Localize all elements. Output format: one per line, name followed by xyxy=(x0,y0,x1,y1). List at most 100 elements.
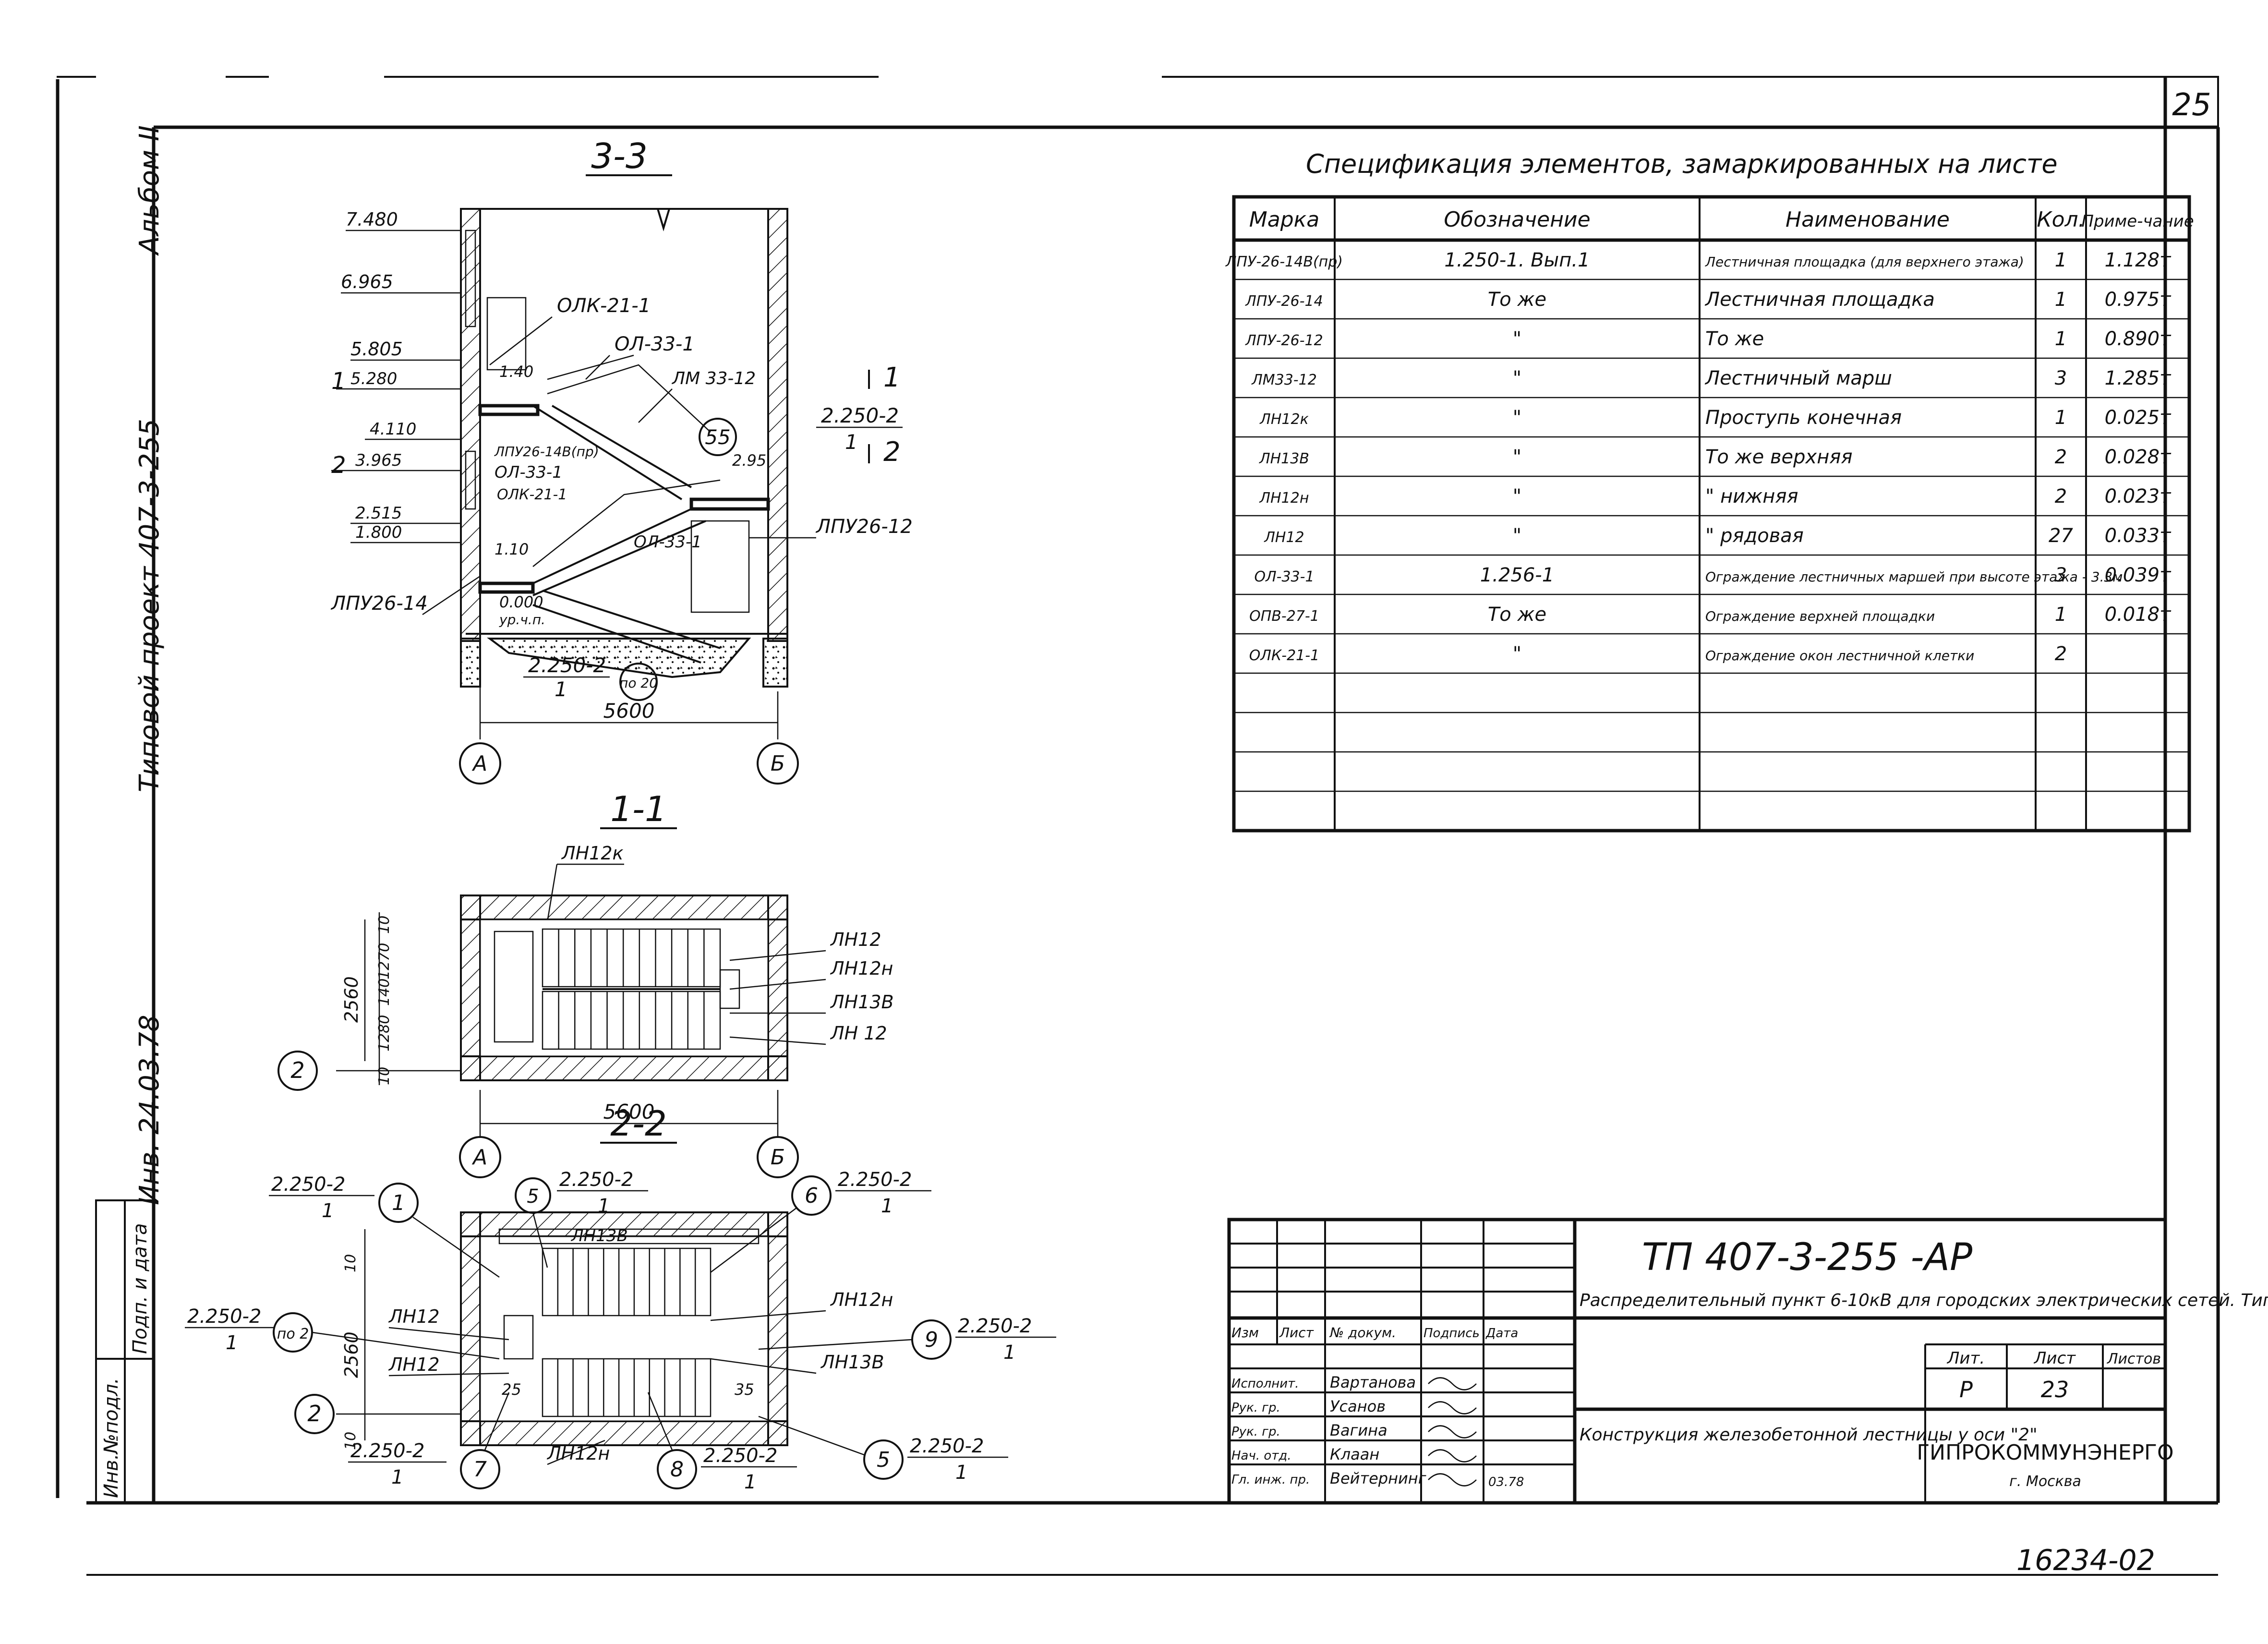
cut-mark-2-right: 2 xyxy=(883,436,901,468)
dim-35: 35 xyxy=(735,1380,754,1399)
spec-header-2: Наименование xyxy=(1785,207,1950,232)
spec-cell-3-1: " xyxy=(1513,367,1521,389)
section-1-1-title: 1-1 xyxy=(610,789,667,829)
label-lh13v: ЛН13В xyxy=(830,991,894,1013)
spec-header-1: Обозначение xyxy=(1444,207,1590,232)
spec-header-0: Марка xyxy=(1249,207,1319,232)
section-1-1: 1-1 ЛН12к ЛН12 ЛН12н ЛН13В ЛН 12 2560 10… xyxy=(277,789,894,1178)
spec-cell-6-1: " xyxy=(1513,485,1521,508)
spec-cell-4-3: 1 xyxy=(2055,407,2067,429)
spec-cell-9-3: 1 xyxy=(2055,604,2067,626)
spec-cell-6-3: 2 xyxy=(2055,485,2067,508)
stamp-sheet-value: 23 xyxy=(2041,1377,2069,1402)
label-olk-21-1-mid: ОЛК-21-1 xyxy=(497,486,567,503)
dim-5600-11: 5600 xyxy=(603,1100,655,1124)
section-2-2-title: 2-2 xyxy=(610,1103,667,1144)
node-7-circle: 7 xyxy=(473,1457,487,1482)
spec-cell-0-3: 1 xyxy=(2055,249,2067,271)
spec-cell-10-3: 2 xyxy=(2055,643,2067,665)
dim-140: 140 xyxy=(376,979,393,1006)
dim-1280: 1280 xyxy=(376,1015,393,1052)
level-3965: 3.965 xyxy=(355,451,402,470)
stamp-role-0: Исполнит. xyxy=(1231,1377,1299,1391)
spec-title: Спецификация элементов, замаркированных … xyxy=(1306,149,2058,179)
inventory-date: Инв. 24.03.78 xyxy=(134,1015,165,1205)
spec-cell-4-1: " xyxy=(1513,407,1521,429)
side-field-inv: Инв.№подл. xyxy=(100,1378,122,1498)
spec-cell-0-2: Лестничная площадка (для верхнего этажа) xyxy=(1705,254,2024,270)
level-6965: 6.965 xyxy=(341,271,393,292)
level-ground: ур.ч.п. xyxy=(499,612,545,628)
node-5b-circle: 5 xyxy=(877,1448,890,1472)
label-lpu-26-14v: ЛПУ26-14В(пр) xyxy=(494,444,599,459)
stamp-person-1: Усанов xyxy=(1330,1397,1386,1415)
spec-cell-2-4: 0.890т xyxy=(2105,328,2172,350)
axis-a-11-label: А xyxy=(471,1145,487,1170)
section-3-3-title: 3-3 xyxy=(591,136,648,176)
stamp-code: ТП 407-3-255 -АР xyxy=(1642,1236,1972,1279)
label-height-110: 1.10 xyxy=(495,540,529,558)
label-lh12-22a: ЛН12 xyxy=(388,1306,440,1327)
cut-mark-1-right: 1 xyxy=(883,362,901,393)
stamp-lit-header: Лит. xyxy=(1946,1349,1985,1368)
treads-22-upper xyxy=(542,1247,712,1317)
label-lh13v-22r: ЛН13В xyxy=(820,1352,884,1373)
spec-cell-9-0: ОПВ-27-1 xyxy=(1249,608,1319,625)
node-5a-circle: 5 xyxy=(527,1185,539,1208)
dim-10-22a: 10 xyxy=(342,1254,359,1272)
spec-cell-1-3: 1 xyxy=(2055,289,2067,311)
spec-cell-0-4: 1.128т xyxy=(2105,249,2172,271)
label-lh12: ЛН12 xyxy=(830,929,881,950)
node-7-sub: 1 xyxy=(391,1466,403,1488)
spec-cell-5-1: " xyxy=(1513,446,1521,468)
left-margin: Альбом II Типовой проект 407-3-255 Инв. … xyxy=(95,125,165,1504)
label-lh12k: ЛН12к xyxy=(561,843,624,864)
label-height-140: 1.40 xyxy=(499,363,533,381)
axis-2-22-label: 2 xyxy=(307,1401,321,1426)
node-callout-2: 2.250-2 1 по 2 xyxy=(185,1306,500,1360)
node-9-circle: 9 xyxy=(925,1328,938,1352)
axis-2-11-label: 2 xyxy=(290,1057,304,1083)
level-0000: 0.000 xyxy=(499,593,543,611)
node-1-sub: 1 xyxy=(322,1200,334,1222)
label-height-295: 2.95 xyxy=(732,451,766,470)
node-callout-1: 2.250-2 1 1 xyxy=(269,1173,500,1278)
spec-cell-3-3: 3 xyxy=(2055,367,2067,389)
label-lh13v-22: ЛН13В xyxy=(570,1226,628,1245)
label-lh12n-22r: ЛН12н xyxy=(830,1289,893,1310)
axis-2-11 xyxy=(277,1051,318,1091)
treads-lower xyxy=(542,991,721,1050)
bottom-code: 16234-02 xyxy=(2016,1544,2155,1577)
spec-cell-9-1: То же xyxy=(1488,604,1546,626)
spec-table: Спецификация элементов, замаркированных … xyxy=(1225,149,2194,833)
spec-cell-3-0: ЛМ33-12 xyxy=(1251,372,1317,388)
node-2-sub: 1 xyxy=(226,1332,238,1354)
axis-a-33-label: А xyxy=(471,751,487,776)
stamp-person-3: Клаан xyxy=(1330,1445,1379,1463)
signature-1 xyxy=(1428,1401,1477,1414)
stamp-sheets-header: Листов xyxy=(2107,1351,2161,1367)
stamp-col-sign: Подпись xyxy=(1424,1326,1480,1341)
spec-cell-5-0: ЛН13В xyxy=(1259,450,1309,467)
node-callout-5b: 5 2.250-2 1 xyxy=(758,1415,1008,1484)
label-lh12-22b: ЛН12 xyxy=(388,1354,440,1375)
node-bottom-sub: 1 xyxy=(555,677,567,701)
label-olk-21-1: ОЛК-21-1 xyxy=(557,295,651,317)
signature-0 xyxy=(1428,1377,1477,1390)
spec-cell-3-4: 1.285т xyxy=(2105,367,2172,389)
stamp-role-1: Рук. гр. xyxy=(1231,1401,1280,1415)
node-callout-6: 6 2.250-2 1 xyxy=(710,1169,931,1273)
spec-cell-8-3: 3 xyxy=(2055,564,2067,586)
dim-10-top: 10 xyxy=(376,916,393,934)
treads-upper xyxy=(542,928,721,988)
dim-2560-11: 2560 xyxy=(341,976,362,1023)
node-5b-code: 2.250-2 xyxy=(910,1435,984,1457)
node-6-code: 2.250-2 xyxy=(838,1169,912,1191)
album-label: Альбом II xyxy=(134,125,165,256)
level-1800: 1.800 xyxy=(355,523,402,542)
level-marks: 7.480 6.965 5.805 5.280 1 4.110 3.965 2 … xyxy=(331,209,545,628)
spec-cell-4-0: ЛН12к xyxy=(1259,411,1308,428)
stamp-drawing: Конструкция железобетонной лестницы у ос… xyxy=(1580,1425,2038,1445)
node-bottom-code: 2.250-2 xyxy=(528,653,606,677)
node-7-code: 2.250-2 xyxy=(350,1440,424,1462)
